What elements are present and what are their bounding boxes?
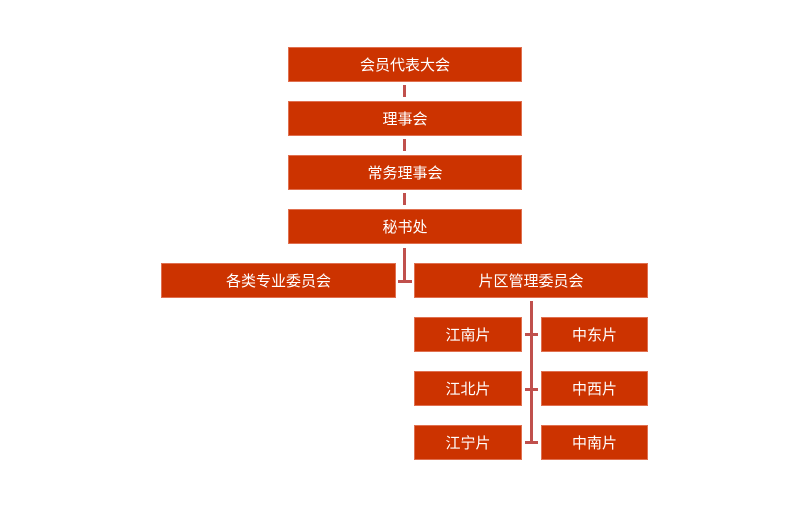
connector-line: [525, 388, 538, 391]
connector-line: [525, 333, 538, 336]
node-professional-committees: 各类专业委员会: [161, 263, 396, 298]
node-district-jiangnan: 江南片: [414, 317, 522, 352]
connector-line: [530, 301, 533, 444]
node-district-zhongxi: 中西片: [541, 371, 648, 406]
node-district-committee: 片区管理委员会: [414, 263, 648, 298]
connector-line: [525, 441, 538, 444]
connector-line: [403, 85, 406, 97]
node-standing-council: 常务理事会: [288, 155, 522, 190]
connector-line: [398, 280, 412, 283]
node-secretariat: 秘书处: [288, 209, 522, 244]
node-council: 理事会: [288, 101, 522, 136]
connector-line: [403, 248, 406, 282]
connector-line: [403, 139, 406, 151]
connector-line: [403, 193, 406, 205]
node-district-jiangning: 江宁片: [414, 425, 522, 460]
node-member-congress: 会员代表大会: [288, 47, 522, 82]
node-district-zhongdong: 中东片: [541, 317, 648, 352]
node-district-jiangbei: 江北片: [414, 371, 522, 406]
node-district-zhongnan: 中南片: [541, 425, 648, 460]
